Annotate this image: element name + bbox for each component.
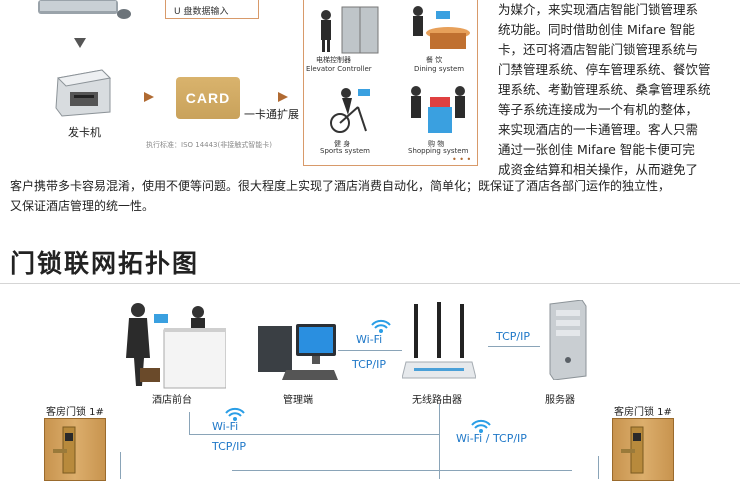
server-image [544, 299, 588, 381]
shopping-cn: 购 物 [428, 140, 445, 148]
right-line: 门禁管理系统、停车管理系统、餐饮管 [498, 62, 711, 77]
admin-router-line [338, 350, 402, 351]
card-issuer-label: 发卡机 [68, 126, 101, 139]
standard-label: 执行标准：ISO 14443(非接触式智能卡) [146, 141, 272, 149]
section-title: 门锁联网拓扑图 [10, 249, 200, 278]
right-line: 卡，还可将酒店智能门锁管理系统与 [498, 42, 699, 57]
sports-en: Sports system [320, 147, 370, 155]
router-label: 无线路由器 [412, 395, 462, 406]
frontdesk-down-line [189, 412, 190, 434]
right-line: 来实现酒店的一卡通管理。客人只需 [498, 122, 699, 137]
tcpip-label-server: TCP/IP [496, 330, 530, 343]
lock-left-label: 客房门锁 1# [46, 407, 104, 418]
more-dots: • • • [452, 155, 472, 164]
door-lock-left [44, 418, 106, 481]
right-line: 理系统、考勤管理系统、桑拿管理系统 [498, 82, 711, 97]
elevator-en: Elevator Controller [306, 65, 372, 73]
sports-icon [318, 85, 378, 135]
tcpip-label-lower: TCP/IP [212, 440, 246, 453]
wifi-label-lower: Wi-Fi [212, 420, 239, 433]
wifi-icon [370, 318, 392, 334]
right-line: 通过一张创佳 Mifare 智能卡便可完 [498, 142, 695, 157]
router-server-line [488, 346, 540, 347]
shopping-en: Shopping system [408, 147, 469, 155]
bottom-line: 又保证酒店管理的统一性。 [10, 199, 155, 213]
dining-cn: 餐 饮 [426, 56, 443, 64]
usb-input-label: U 盘数据输入 [174, 7, 229, 17]
elevator-cn: 电梯控制器 [316, 56, 351, 64]
frontdesk-router-hline [189, 434, 439, 435]
bottom-line: 客户携带多卡容易混淆，使用不便等问题。很大程度上实现了酒店消费自动化，简单化；既… [10, 179, 671, 193]
card-image: CARD [176, 77, 240, 119]
front-desk-image [118, 298, 227, 390]
usb-input-box: U 盘数据输入 [165, 0, 259, 19]
keyboard-image [38, 0, 133, 22]
right-arrow-1 [144, 92, 154, 102]
right-line: 成资金结算和相关操作，从而避免了 [498, 162, 699, 177]
systems-panel: 电梯控制器 Elevator Controller 餐 饮 Dining sys… [303, 0, 478, 166]
card-issuer-image [52, 64, 112, 119]
down-arrow [74, 38, 86, 48]
bottom-paragraph: 客户携带多卡容易混淆，使用不便等问题。很大程度上实现了酒店消费自动化，简单化；既… [10, 176, 738, 216]
sports-cn: 健 身 [334, 140, 351, 148]
right-line: 为媒介，来实现酒店智能门锁管理系 [498, 2, 699, 17]
bottom-hline [232, 470, 572, 471]
right-line: 等子系统连接成为一个有机的整体， [498, 102, 699, 117]
front-desk-label: 酒店前台 [152, 395, 192, 406]
card-text: CARD [185, 90, 231, 106]
dining-en: Dining system [414, 65, 465, 73]
router-image [401, 302, 477, 386]
lock-right-label: 客房门锁 1# [614, 407, 672, 418]
tcpip-label-admin: TCP/IP [352, 358, 386, 371]
door-lock-right [612, 418, 674, 481]
right-line: 统功能。同时借助创佳 Mifare 智能 [498, 22, 695, 37]
right-arrow-2 [278, 92, 288, 102]
title-rule [0, 283, 740, 284]
admin-label: 管理端 [283, 395, 313, 406]
right-paragraph: 为媒介，来实现酒店智能门锁管理系 统功能。同时借助创佳 Mifare 智能 卡，… [498, 0, 738, 180]
wifi-label-admin: Wi-Fi [356, 333, 383, 346]
wifi-tcpip-label: Wi-Fi / TCP/IP [456, 432, 527, 445]
expand-label: 一卡通扩展 [244, 108, 299, 121]
router-down-line [439, 404, 440, 479]
wifi-icon [470, 418, 492, 434]
dining-icon [402, 3, 472, 53]
server-label: 服务器 [545, 395, 575, 406]
left-lock-line [120, 452, 121, 479]
admin-computer-image [256, 320, 340, 386]
wifi-icon [224, 406, 246, 422]
shopping-icon [406, 83, 472, 135]
elevator-icon [312, 5, 382, 55]
right-lock-line [598, 456, 599, 479]
